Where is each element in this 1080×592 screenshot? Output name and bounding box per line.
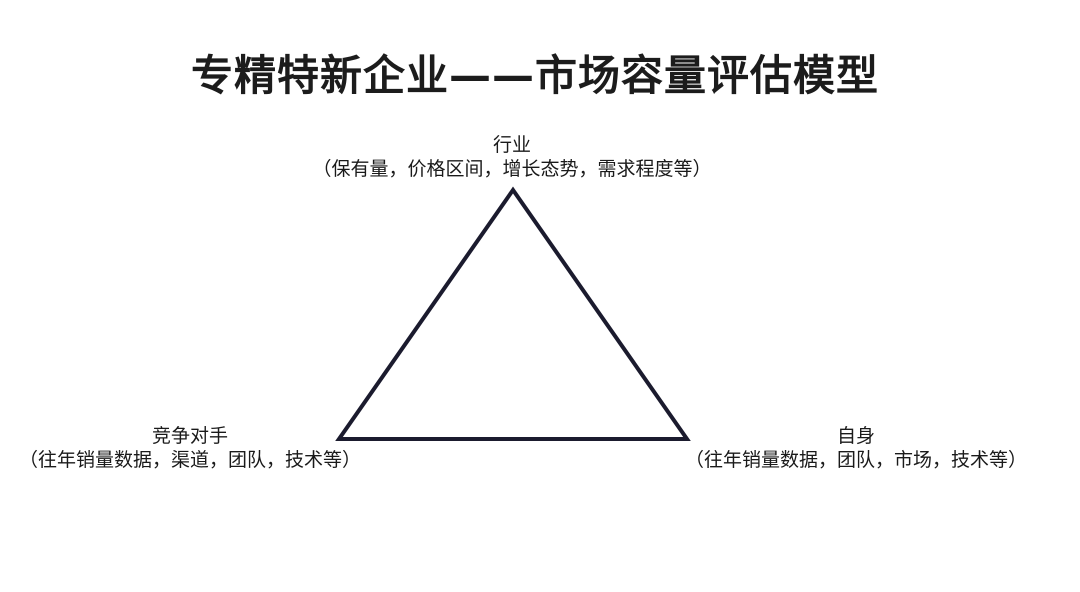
node-industry: 行业 （保有量，价格区间，增长态势，需求程度等） <box>262 133 762 181</box>
node-industry-name: 行业 <box>492 134 531 156</box>
node-self-name: 自身 <box>836 425 875 447</box>
node-self-detail: （往年销量数据，团队，市场，技术等） <box>684 449 1027 471</box>
triangle-shape <box>335 186 691 441</box>
node-competitors-detail: （往年销量数据，渠道，团队，技术等） <box>18 449 361 471</box>
node-competitors-name: 竞争对手 <box>151 425 228 447</box>
node-self: 自身 （往年销量数据，团队，市场，技术等） <box>606 424 1080 472</box>
node-industry-detail: （保有量，价格区间，增长态势，需求程度等） <box>312 158 712 180</box>
page-title: 专精特新企业——市场容量评估模型 <box>190 51 879 100</box>
node-competitors: 竞争对手 （往年销量数据，渠道，团队，技术等） <box>0 424 440 472</box>
